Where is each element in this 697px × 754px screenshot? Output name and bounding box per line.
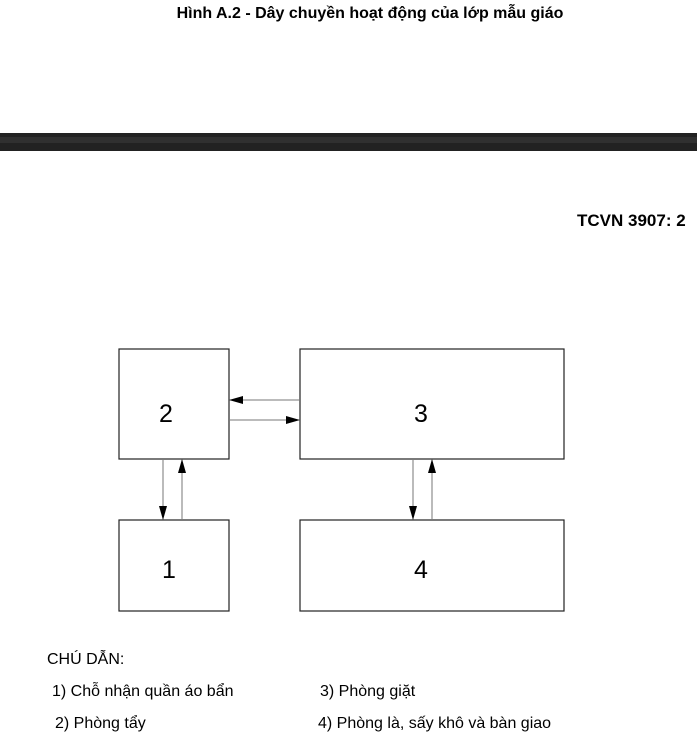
page-break-inner [0,137,697,143]
box-4 [299,519,565,612]
standard-header: TCVN 3907: 2 [577,211,686,230]
page-break-bar [0,133,697,151]
box-1 [118,519,230,612]
box-2 [118,348,230,460]
legend-item-3: 3) Phòng giặt [320,683,416,700]
box-4-label: 4 [414,556,428,584]
legend-item-2: 2) Phòng tẩy [55,715,146,732]
box-2-label: 2 [159,400,173,428]
figure-title: Hình A.2 - Dây chuyền hoạt động của lớp … [176,5,564,22]
legend-item-1: 1) Chỗ nhận quần áo bẩn [52,683,234,700]
legend-item-4: 4) Phòng là, sấy khô và bàn giao [318,715,552,732]
box-3 [299,348,565,460]
box-3-label: 3 [414,400,428,428]
box-1-label: 1 [162,556,176,584]
legend-caption: CHÚ DẪN: [47,651,125,668]
